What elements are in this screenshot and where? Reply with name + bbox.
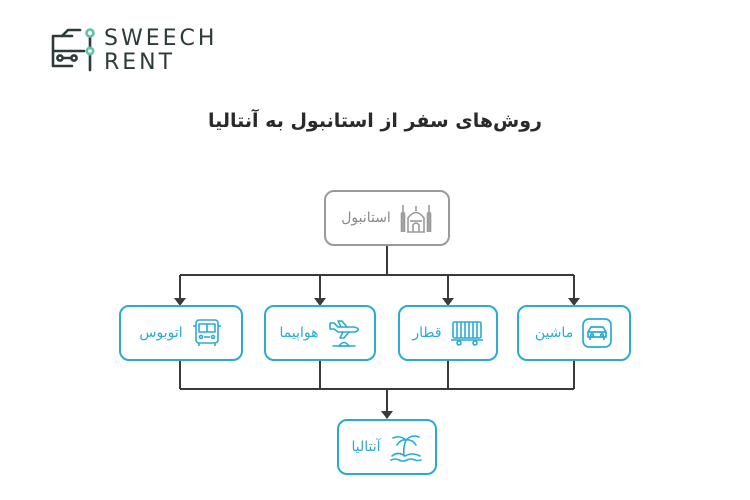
logo-text-line2: RENT [104,50,176,75]
node-car: ماشین [517,305,631,361]
palm-beach-icon [389,435,422,462]
train-icon [450,321,483,346]
node-label: استانبول [341,210,391,226]
node-label: قطار [412,325,442,341]
node-label: هواپیما [279,325,319,341]
node-airplane: هواپیما [264,305,376,361]
node-antalya: آنتالیا [337,419,437,475]
logo: SWEECH RENT [50,26,260,76]
page-title: روش‌های سفر از استانبول به آنتالیا [208,110,542,132]
bus-icon [192,319,221,346]
car-rental-logo-icon [51,28,95,72]
node-label: اتوبوس [139,325,183,341]
node-istanbul: استانبول [324,190,450,246]
car-icon [582,318,613,348]
logo-text-line1: SWEECH [104,26,218,51]
node-train: قطار [398,305,498,361]
node-label: ماشین [534,325,574,341]
airplane-icon [328,320,359,347]
mosque-icon [400,205,432,233]
node-label: آنتالیا [351,439,381,455]
node-bus: اتوبوس [119,305,243,361]
